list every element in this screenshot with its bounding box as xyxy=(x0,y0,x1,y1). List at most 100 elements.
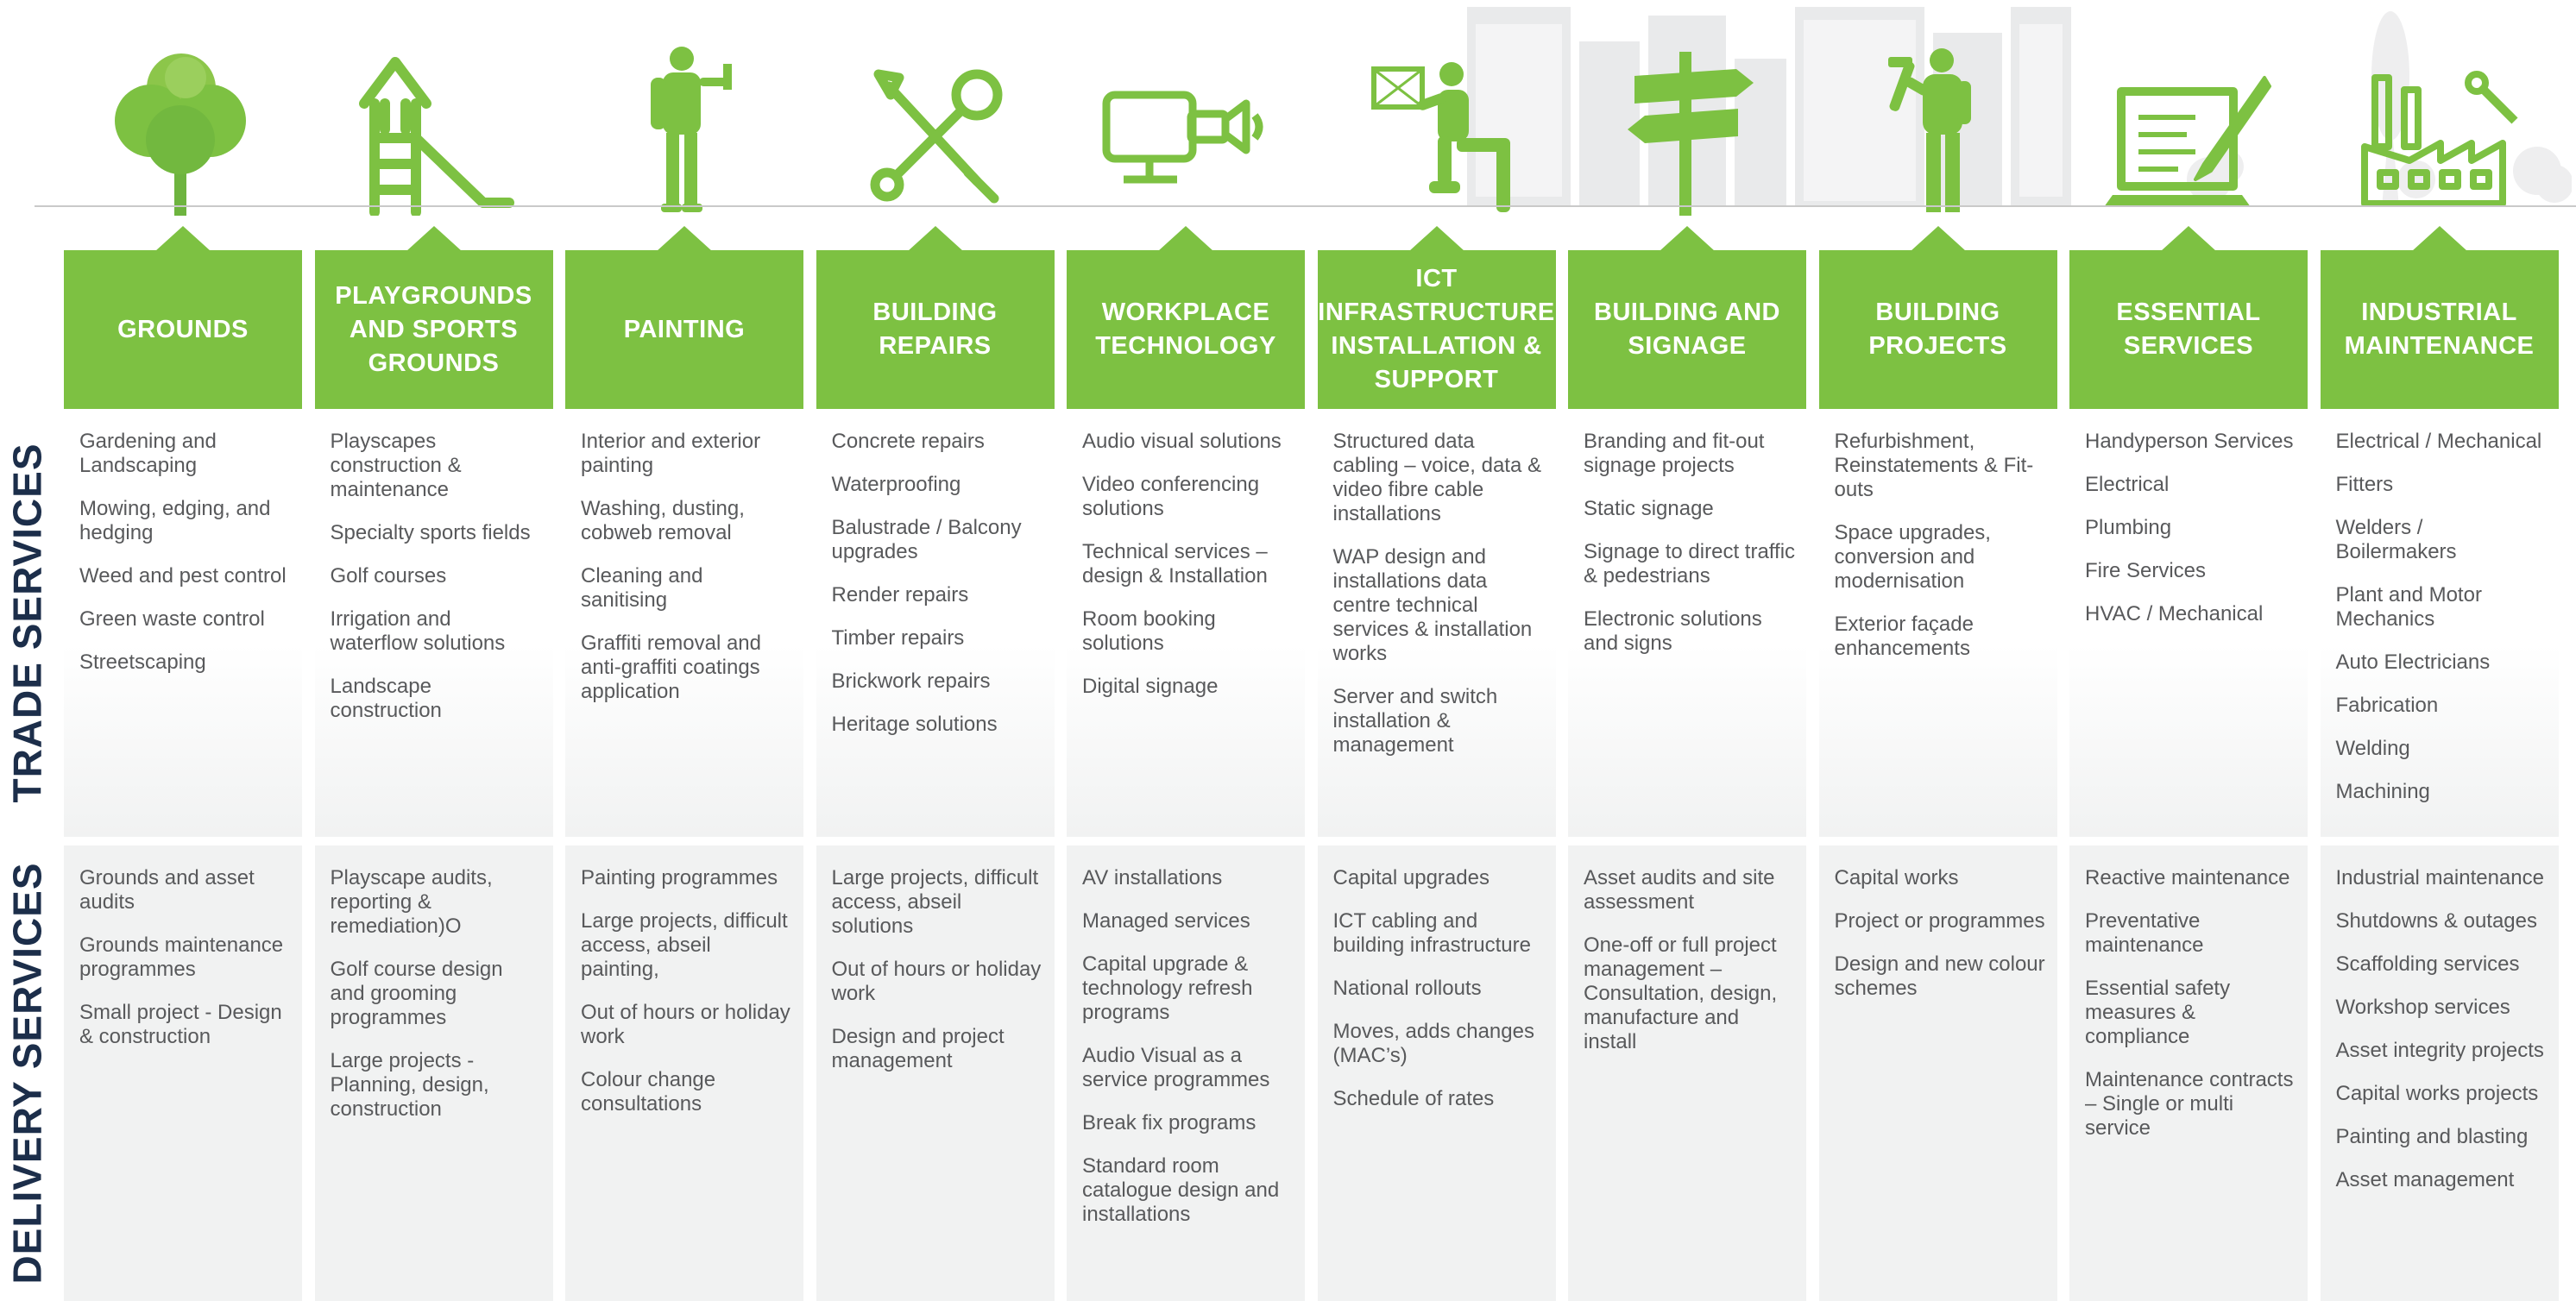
column-title: BUILDING PROJECTS xyxy=(1868,299,2007,360)
trade-service-item: Handyperson Services xyxy=(2085,430,2294,453)
delivery-service-item: National rollouts xyxy=(1332,977,1482,1000)
delivery-services-list: Large projects, difficult access, abseil… xyxy=(816,845,1055,1301)
trade-service-item: Electrical / Mechanical xyxy=(2335,430,2542,453)
delivery-service-item: Preventative maintenance xyxy=(2085,909,2204,957)
trade-service-item: Room booking solutions xyxy=(1082,607,1216,655)
trade-service-item: Space upgrades, conversion and modernisa… xyxy=(1834,521,1991,593)
delivery-service-item: Playscape audits, reporting & remediatio… xyxy=(330,866,493,938)
column-title: PLAYGROUNDS AND SPORTS GROUNDS xyxy=(335,281,532,377)
trade-service-item: Server and switch installation & managem… xyxy=(1332,685,1498,757)
column-title: BUILDING AND SIGNAGE xyxy=(1594,299,1780,360)
cityscape-background xyxy=(1467,7,2572,207)
delivery-service-item: Capital works xyxy=(1834,866,1959,889)
trade-service-item: Plumbing xyxy=(2085,516,2172,539)
delivery-service-item: Schedule of rates xyxy=(1332,1087,1495,1110)
trade-service-item: Green waste control xyxy=(79,607,265,631)
delivery-service-item: Painting and blasting xyxy=(2335,1125,2529,1148)
delivery-service-item: Industrial maintenance xyxy=(2335,866,2544,889)
trade-service-item: Fire Services xyxy=(2085,559,2207,582)
delivery-service-item: Standard room catalogue design and insta… xyxy=(1082,1154,1280,1226)
factory-icon xyxy=(2318,35,2556,216)
delivery-service-item: Painting programmes xyxy=(581,866,778,889)
trade-service-item: Machining xyxy=(2335,780,2430,803)
trade-service-item: Refurbishment, Reinstatements & Fit-outs xyxy=(1834,430,2034,501)
trade-service-item: Timber repairs xyxy=(831,626,965,650)
trade-service-item: Interior and exterior painting xyxy=(581,430,761,477)
delivery-service-item: Shutdowns & outages xyxy=(2335,909,2538,933)
delivery-service-item: Capital upgrades xyxy=(1332,866,1490,889)
wrench-screwdriver-icon xyxy=(815,35,1053,216)
column-title: BUILDING REPAIRS xyxy=(872,299,998,360)
trade-service-item: Specialty sports fields xyxy=(330,521,531,544)
trade-service-item: Brickwork repairs xyxy=(831,669,991,693)
delivery-services-label: DELIVERY SERVICES xyxy=(5,862,50,1285)
delivery-service-item: Project or programmes xyxy=(1834,909,2045,933)
delivery-service-item: Design and new colour schemes xyxy=(1834,952,2045,1000)
column-title: ICT INFRASTRUCTURE INSTALLATION & SUPPOR… xyxy=(1318,265,1555,393)
delivery-service-item: Small project - Design & construction xyxy=(79,1001,282,1048)
delivery-service-item: Design and project management xyxy=(831,1025,1005,1072)
trade-service-item: Landscape construction xyxy=(330,675,442,722)
delivery-service-item: Out of hours or holiday work xyxy=(581,1001,790,1048)
column-header: GROUNDS xyxy=(64,226,302,409)
trade-service-item: Technical services – design & Installati… xyxy=(1082,540,1268,588)
trade-service-item: Playscapes construction & maintenance xyxy=(330,430,462,501)
delivery-service-item: Grounds maintenance programmes xyxy=(79,933,284,981)
delivery-service-item: Large projects, difficult access, abseil… xyxy=(831,866,1039,938)
column-title: WORKPLACE TECHNOLOGY xyxy=(1095,299,1276,360)
trade-service-item: Cleaning and sanitising xyxy=(581,564,703,612)
trade-services-list: Refurbishment, Reinstatements & Fit-outs… xyxy=(1818,409,2057,837)
trade-service-item: Fabrication xyxy=(2335,694,2439,717)
trade-service-item: Electrical xyxy=(2085,473,2170,496)
trade-service-item: Waterproofing xyxy=(831,473,961,496)
trade-service-item: Plant and Motor Mechanics xyxy=(2335,583,2482,631)
delivery-service-item: Maintenance contracts – Single or multi … xyxy=(2085,1068,2294,1140)
trade-service-item: Heritage solutions xyxy=(831,713,998,736)
trade-service-item: Welders / Boilermakers xyxy=(2335,516,2457,563)
trade-service-item: Audio visual solutions xyxy=(1082,430,1282,453)
delivery-service-item: Workshop services xyxy=(2335,996,2510,1019)
delivery-service-item: Reactive maintenance xyxy=(2085,866,2290,889)
column-title: GROUNDS xyxy=(117,315,249,343)
delivery-service-item: Capital works projects xyxy=(2335,1082,2539,1105)
column-header: PLAYGROUNDS AND SPORTS GROUNDS xyxy=(314,226,553,409)
delivery-service-item: Asset audits and site assessment xyxy=(1584,866,1775,914)
delivery-service-item: Scaffolding services xyxy=(2335,952,2520,976)
trade-service-item: Render repairs xyxy=(831,583,969,607)
delivery-service-item: Moves, adds changes (MAC’s) xyxy=(1332,1020,1534,1067)
monitor-camera-icon xyxy=(1065,35,1303,216)
delivery-service-item: Essential safety measures & compliance xyxy=(2085,977,2231,1048)
column-title: ESSENTIAL SERVICES xyxy=(2116,299,2261,360)
delivery-service-item: Capital upgrade & technology refresh pro… xyxy=(1082,952,1253,1024)
delivery-service-item: Managed services xyxy=(1082,909,1250,933)
playground-slide-icon xyxy=(312,35,551,216)
trade-service-item: Streetscaping xyxy=(79,650,206,674)
delivery-service-item: ICT cabling and building infrastructure xyxy=(1332,909,1531,957)
delivery-service-item: Break fix programs xyxy=(1082,1111,1257,1134)
trade-service-item: WAP design and installations data centre… xyxy=(1332,545,1533,665)
column-header: BUILDING AND SIGNAGE xyxy=(1568,226,1806,409)
column-header: ICT INFRASTRUCTURE INSTALLATION & SUPPOR… xyxy=(1317,226,1556,409)
trade-service-item: Exterior façade enhancements xyxy=(1834,613,1974,660)
delivery-services-list: Playscape audits, reporting & remediatio… xyxy=(314,845,553,1301)
trade-service-item: Gardening and Landscaping xyxy=(79,430,217,477)
delivery-service-item: Grounds and asset audits xyxy=(79,866,255,914)
delivery-service-item: Colour change consultations xyxy=(581,1068,716,1116)
trade-service-item: Electronic solutions and signs xyxy=(1584,607,1762,655)
trade-service-item: Welding xyxy=(2335,737,2410,760)
delivery-service-item: One-off or full project management – Con… xyxy=(1584,933,1778,1053)
delivery-service-item: AV installations xyxy=(1082,866,1223,889)
column-title: INDUSTRIAL MAINTENANCE xyxy=(2344,299,2535,360)
trade-services-list: Structured data cabling – voice, data & … xyxy=(1317,409,1556,837)
trade-service-item: Graffiti removal and anti-graffiti coati… xyxy=(581,632,761,703)
column-header: BUILDING PROJECTS xyxy=(1818,226,2057,409)
